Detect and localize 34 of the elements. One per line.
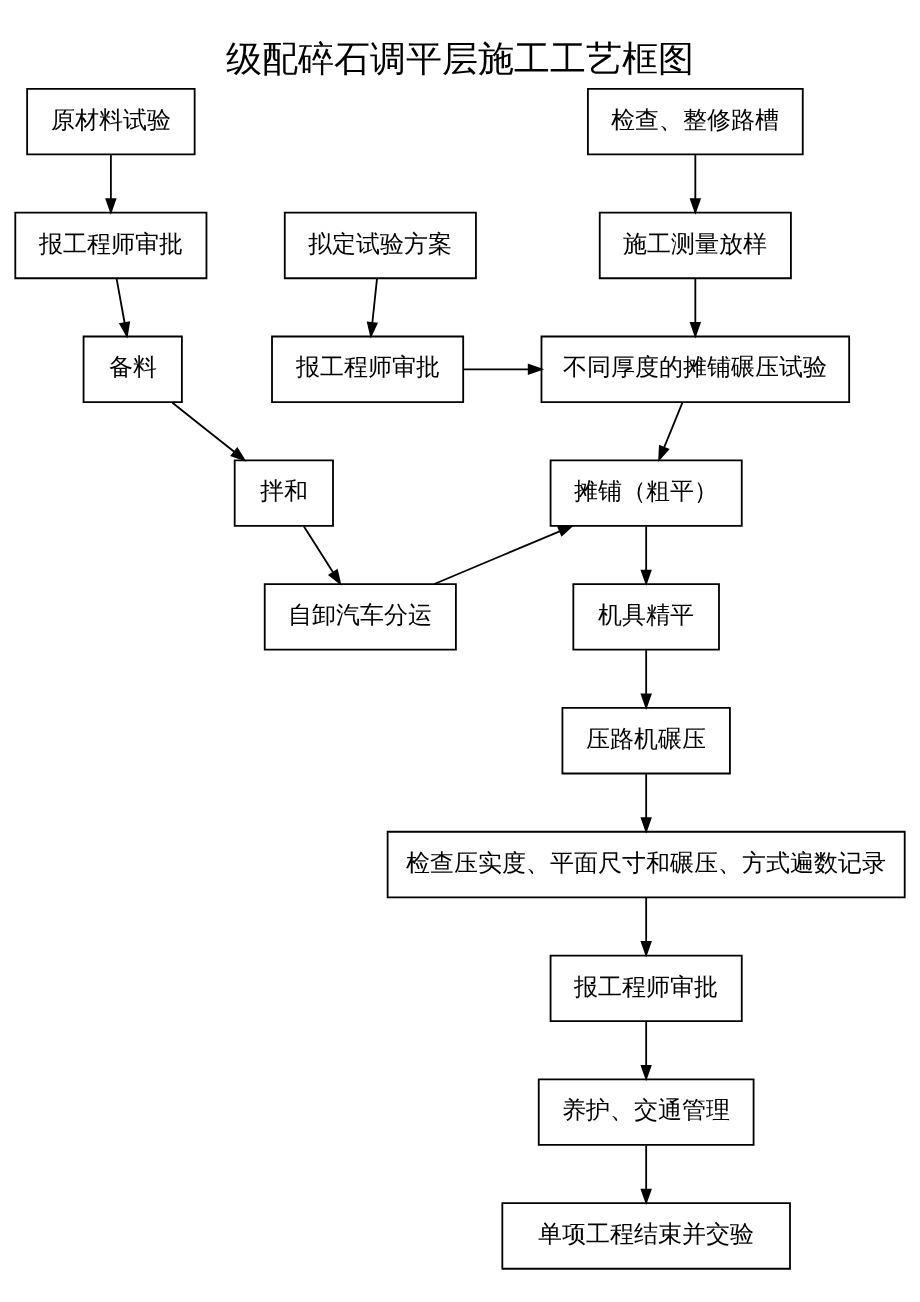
node-box: 拌和: [233, 458, 334, 527]
arrow: [303, 525, 342, 586]
node-box: 机具精平: [572, 582, 720, 651]
arrow: [105, 153, 117, 215]
node-box: 施工测量放样: [598, 211, 792, 279]
arrow: [640, 648, 652, 710]
arrow: [640, 1020, 652, 1081]
arrow: [366, 277, 379, 338]
arrow: [640, 896, 652, 957]
node-box: 压路机碾压: [561, 706, 731, 774]
arrow: [640, 525, 652, 586]
diagram-title: 级配碎石调平层施工工艺框图: [226, 36, 694, 80]
node-box: 原材料试验: [26, 87, 196, 155]
node-box: 报工程师审批: [549, 954, 743, 1022]
arrow: [640, 1144, 652, 1205]
arrow: [433, 524, 575, 585]
node-box: 自卸汽车分运: [263, 582, 457, 651]
node-box: 检查压实度、平面尺寸和碾压、方式遍数记录: [386, 830, 906, 898]
node-box: 摊铺（粗平）: [549, 458, 743, 527]
arrow: [115, 277, 131, 338]
node-box: 备料: [82, 335, 183, 403]
arrow: [689, 277, 702, 338]
arrow: [171, 401, 247, 462]
node-box: 报工程师审批: [14, 211, 208, 279]
node-box: 拟定试验方案: [283, 211, 477, 279]
node-box: 检查、整修路槽: [587, 87, 804, 155]
node-box: 不同厚度的摊铺碾压试验: [540, 335, 851, 403]
node-box: 报工程师审批: [271, 335, 465, 403]
arrow: [658, 401, 684, 462]
arrow: [462, 363, 545, 375]
arrow: [689, 153, 702, 215]
node-box: 单项工程结束并交验: [501, 1201, 791, 1270]
node-box: 养护、交通管理: [537, 1077, 755, 1146]
arrow: [640, 772, 652, 834]
